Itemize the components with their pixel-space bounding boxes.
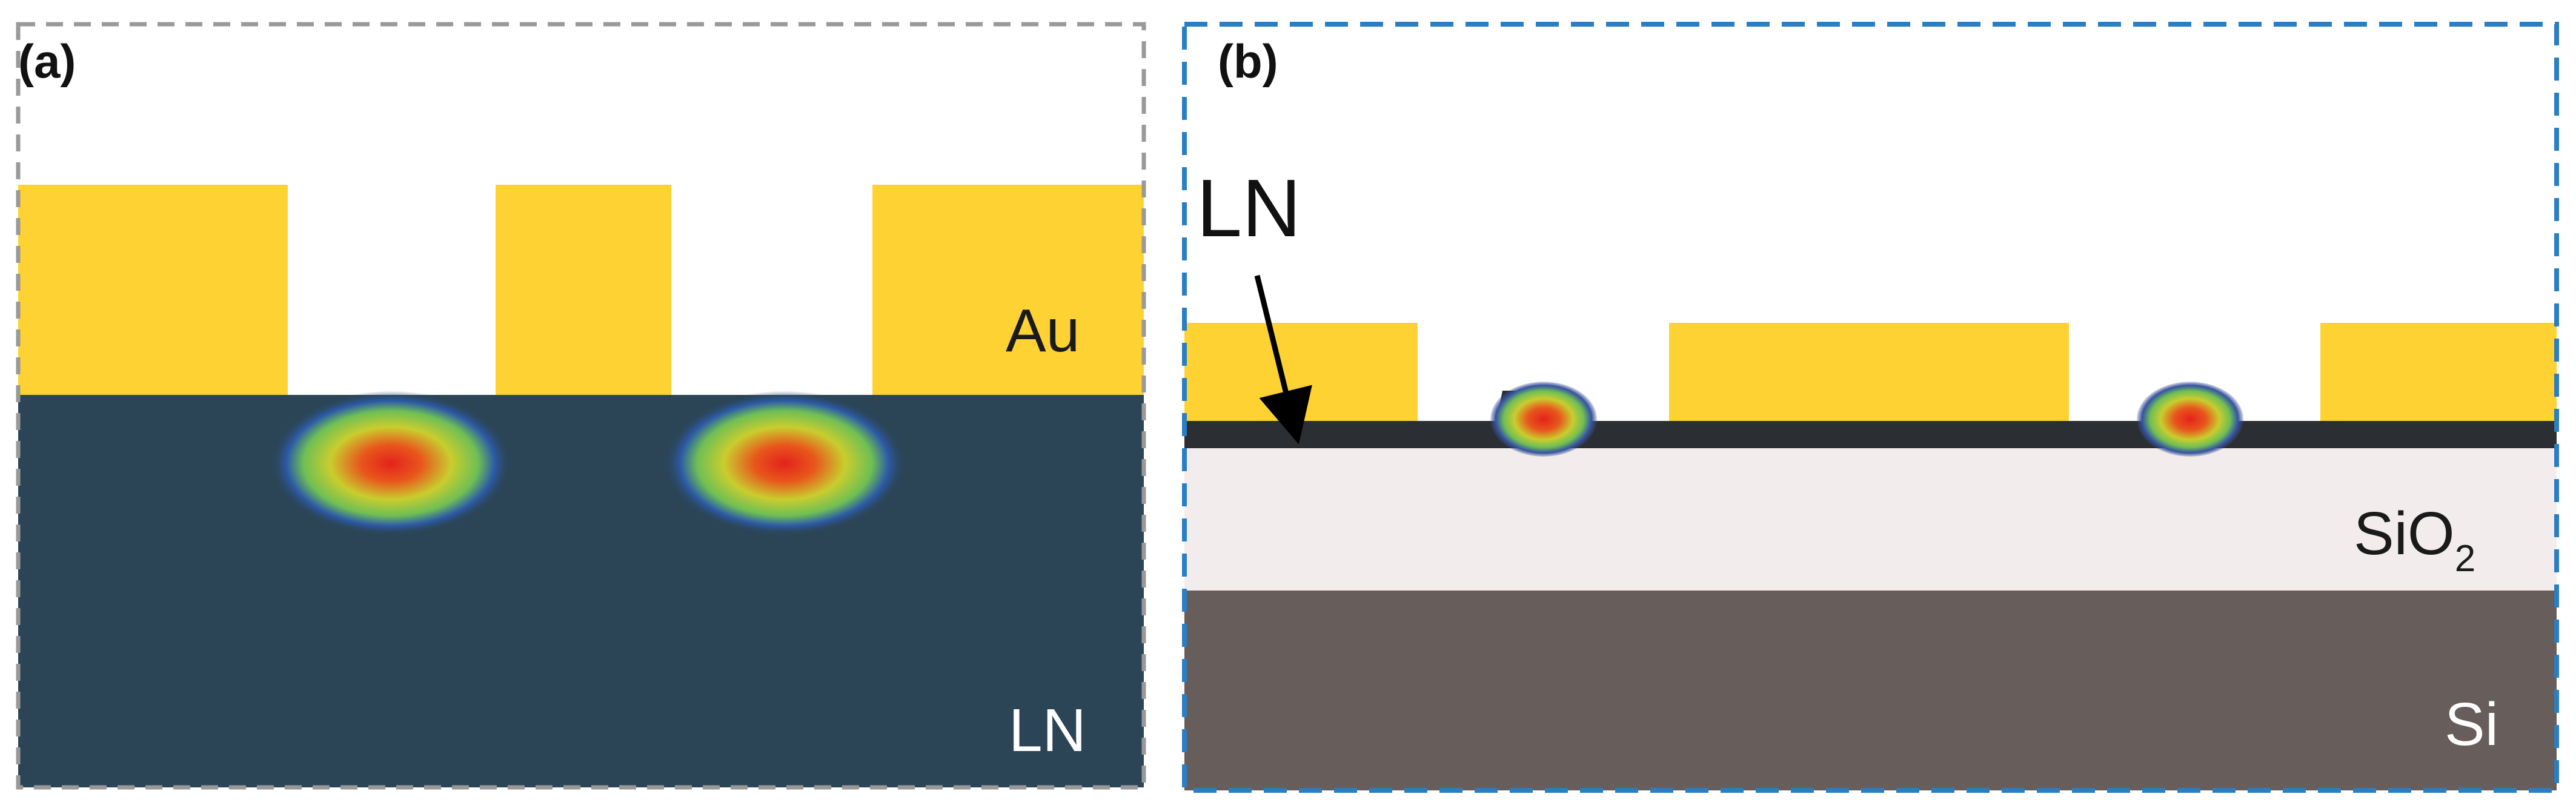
sio2-label: SiO2 xyxy=(2354,500,2475,580)
panel-a: (a) Au LN xyxy=(16,22,1146,790)
ln-thin-film xyxy=(1184,421,2557,448)
gold-electrode-b1 xyxy=(1184,323,1418,421)
panel-b-label: (b) xyxy=(1218,35,1278,88)
panel-a-frame xyxy=(16,22,1146,790)
sio2-label-subscript: 2 xyxy=(2455,538,2475,580)
optical-mode-profile-icon xyxy=(663,391,906,536)
ln-label-a: LN xyxy=(1009,697,1086,764)
sio2-label-main: SiO xyxy=(2354,500,2455,568)
gold-electrode-a2 xyxy=(496,185,671,395)
optical-mode-profile-icon xyxy=(2137,382,2243,457)
gold-electrode-b3 xyxy=(2320,323,2557,421)
ln-substrate-a xyxy=(18,395,1144,787)
arrow-down-icon xyxy=(1254,274,1312,445)
si-label: Si xyxy=(2445,690,2498,758)
ln-label-b: LN xyxy=(1197,162,1301,254)
au-label: Au xyxy=(1006,297,1080,365)
gold-electrode-b2 xyxy=(1669,323,2069,421)
panel-b-frame xyxy=(1182,22,2559,793)
si-layer xyxy=(1184,591,2557,790)
panel-a-label: (a) xyxy=(18,35,76,88)
optical-mode-profile-icon xyxy=(1490,382,1597,457)
optical-mode-profile-icon xyxy=(270,391,512,536)
sio2-layer xyxy=(1184,448,2557,591)
gold-electrode-a3 xyxy=(872,185,1144,395)
gold-electrode-a1 xyxy=(18,185,288,395)
panel-b: (b) LN SiO2 Si xyxy=(1182,22,2559,793)
